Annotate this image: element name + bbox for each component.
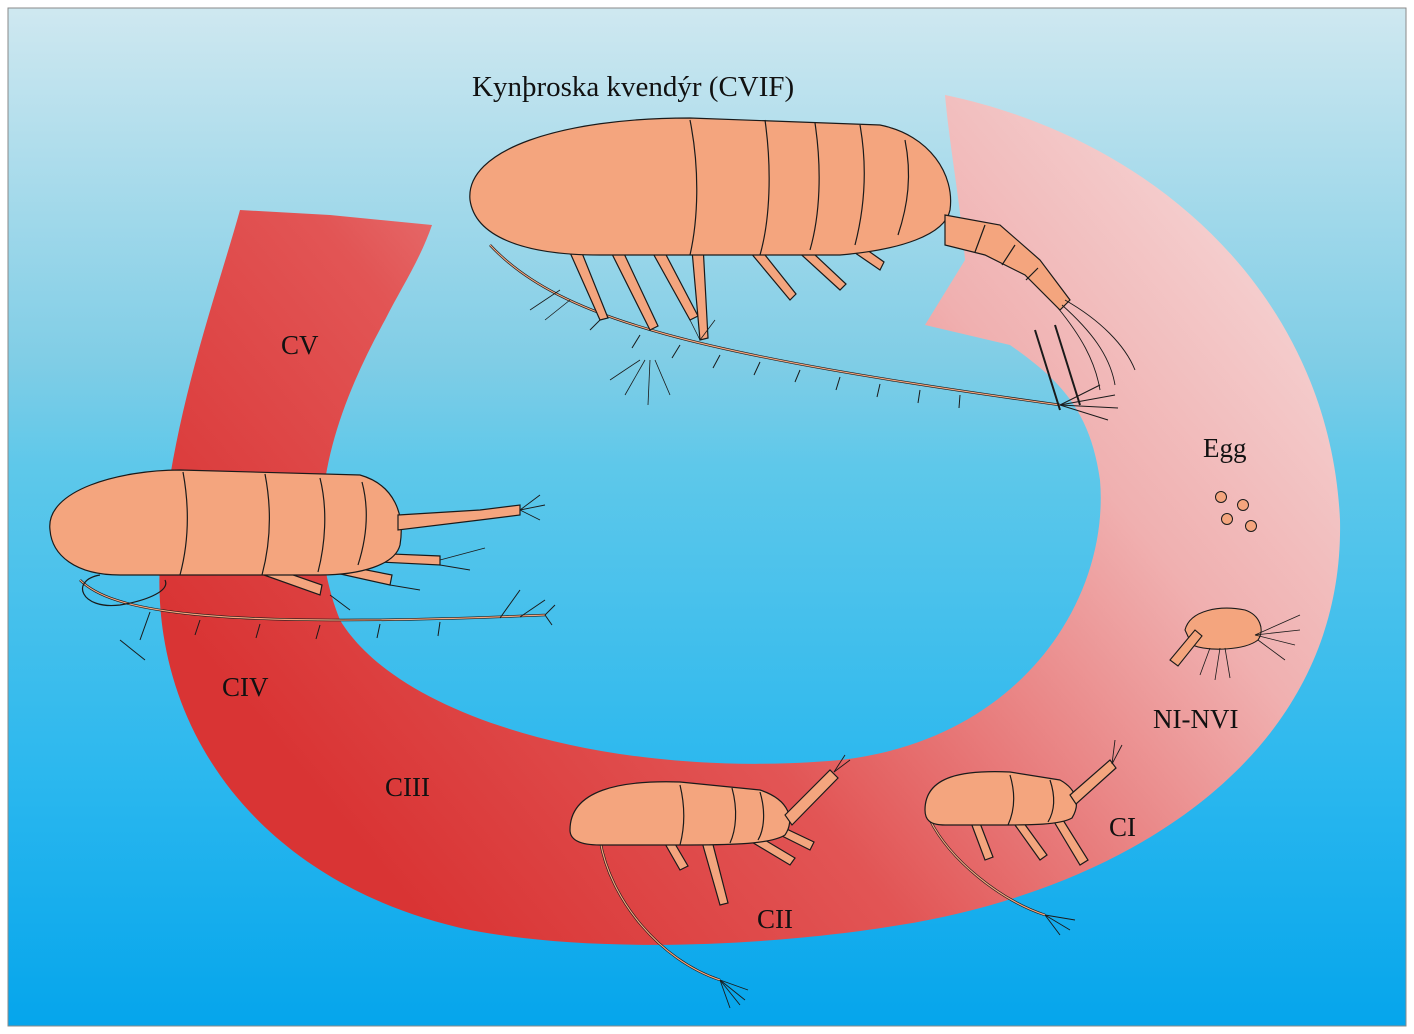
cii-label: CII bbox=[757, 904, 793, 934]
cv-label: CV bbox=[281, 330, 319, 360]
egg-label: Egg bbox=[1203, 433, 1247, 463]
adult-female-label: Kynþroska kvendýr (CVIF) bbox=[472, 71, 794, 103]
nauplius-label: NI-NVI bbox=[1153, 704, 1238, 734]
ci-label: CI bbox=[1109, 812, 1136, 842]
civ-label: CIV bbox=[222, 672, 269, 702]
ciii-label: CIII bbox=[385, 772, 430, 802]
